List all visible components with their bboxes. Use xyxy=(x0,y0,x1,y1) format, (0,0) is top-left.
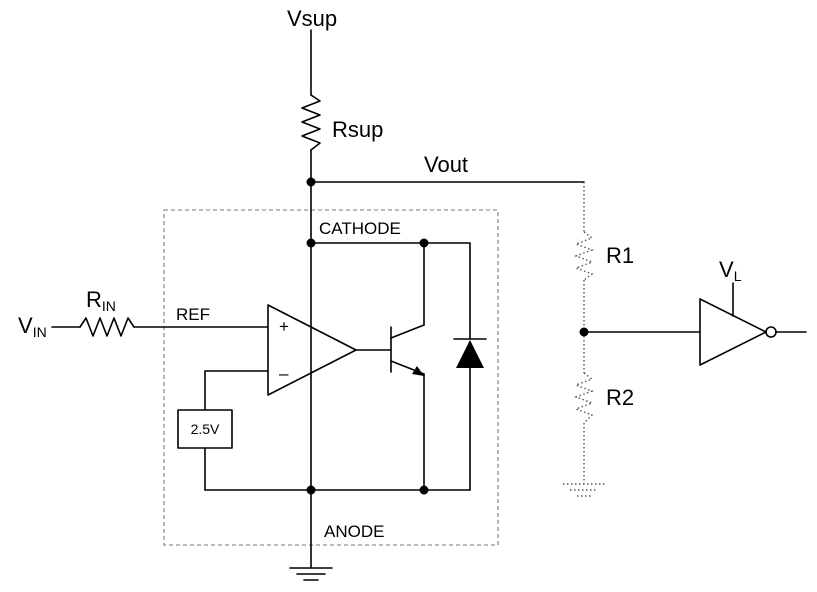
junction-cathode xyxy=(306,238,316,248)
label-vin: VIN xyxy=(18,313,47,340)
r1-resistor xyxy=(574,231,594,281)
shunt-diode-triangle xyxy=(456,340,484,368)
label-r2: R2 xyxy=(606,385,634,410)
rin-resistor xyxy=(79,317,135,337)
reference-voltage-label: 2.5V xyxy=(191,421,220,437)
label-rsup: Rsup xyxy=(332,117,383,142)
label-vsup: Vsup xyxy=(287,6,337,31)
inverter-bubble xyxy=(765,326,777,338)
label-vl: VL xyxy=(719,257,742,284)
label-r1: R1 xyxy=(606,243,634,268)
transistor-emitter-arrow xyxy=(412,366,424,376)
opamp-minus-sign: – xyxy=(279,364,289,383)
junction-divider xyxy=(579,327,589,337)
label-rin: RIN xyxy=(86,287,116,314)
junction-emitter xyxy=(419,485,429,495)
r2-resistor xyxy=(574,372,594,424)
junction-anode xyxy=(306,485,316,495)
transistor-collector-lead xyxy=(390,324,425,339)
label-ref: REF xyxy=(176,305,210,324)
label-vout: Vout xyxy=(424,152,468,177)
opamp-plus-sign: + xyxy=(279,317,289,336)
label-anode: ANODE xyxy=(324,522,384,541)
junction-collector xyxy=(419,238,429,248)
label-cathode: CATHODE xyxy=(319,219,401,238)
rsup-resistor xyxy=(301,94,321,151)
device-boundary xyxy=(163,209,499,546)
opamp-triangle xyxy=(267,304,357,396)
junction-vout xyxy=(306,177,316,187)
